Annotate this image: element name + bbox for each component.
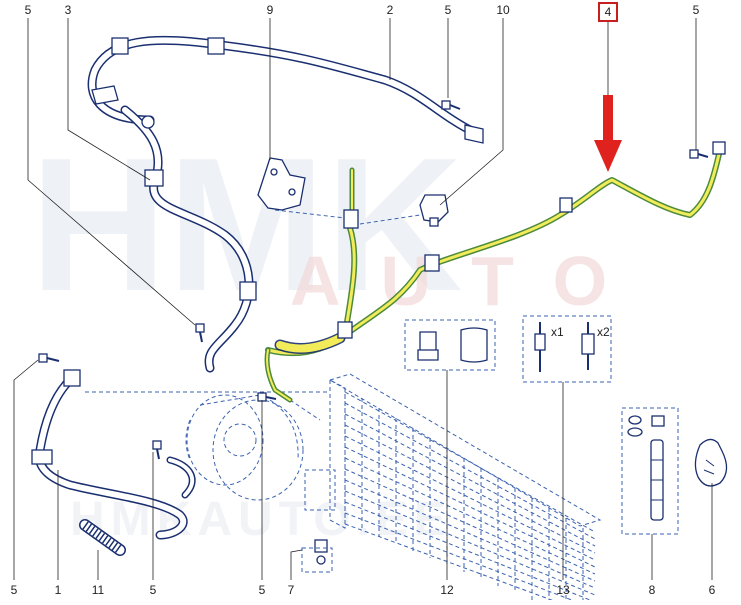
group-12-caps xyxy=(404,319,496,371)
callout-5: 5 xyxy=(25,3,32,17)
callout-4-box xyxy=(598,2,618,22)
callout-10: 10 xyxy=(496,3,510,17)
callout-4: 4 xyxy=(605,5,612,19)
part-7-oring-fitting xyxy=(301,539,333,573)
valve-core-icon xyxy=(534,322,595,372)
qty-x1: x1 xyxy=(551,325,564,339)
callout-1: 1 xyxy=(55,583,62,597)
group-13-valve-cores: x1 x2 xyxy=(522,315,612,383)
callout-9: 9 xyxy=(267,3,274,17)
watermark-sub: AUTO xyxy=(290,242,647,320)
desiccant-bag-6 xyxy=(694,438,728,487)
callout-5: 5 xyxy=(259,583,266,597)
callout-2: 2 xyxy=(387,3,394,17)
compressor-icon xyxy=(185,394,336,511)
desiccant-bag-icon xyxy=(694,438,728,487)
callout-8: 8 xyxy=(649,583,656,597)
hose-3-valve xyxy=(91,85,119,105)
dryer-filter-icon xyxy=(627,415,665,521)
callout-5: 5 xyxy=(445,3,452,17)
pipe-4-highlighted xyxy=(264,141,726,403)
callouts: 5 3 9 2 5 10 4 5 5 1 11 5 5 7 12 13 8 6 xyxy=(11,2,716,597)
hose-2 xyxy=(87,35,484,144)
callout-7: 7 xyxy=(288,583,295,597)
pressure-switch-7 xyxy=(304,469,336,511)
callout-leaders xyxy=(13,18,713,580)
qty-x2: x2 xyxy=(597,325,610,339)
sleeve-11 xyxy=(79,519,126,556)
dashed-leaders xyxy=(85,209,441,421)
hose-2-end-fitting xyxy=(464,124,484,144)
hose-1 xyxy=(31,369,196,540)
callout-3: 3 xyxy=(65,3,72,17)
hose-2-sleeve xyxy=(207,37,225,55)
callout-12: 12 xyxy=(440,583,454,597)
condenser-icon xyxy=(328,373,602,605)
callout-13: 13 xyxy=(556,583,570,597)
cap-icon xyxy=(417,327,488,363)
bracket-9 xyxy=(257,157,306,211)
callout-11: 11 xyxy=(92,583,105,597)
callout-6: 6 xyxy=(709,583,716,597)
hose-3 xyxy=(91,85,257,373)
callout-5: 5 xyxy=(11,583,18,597)
callout-5: 5 xyxy=(693,3,700,17)
callout-5: 5 xyxy=(150,583,157,597)
pressure-sensor-10 xyxy=(419,194,449,227)
down-arrow-icon xyxy=(594,95,622,172)
dryer-filter-8 xyxy=(621,407,679,535)
